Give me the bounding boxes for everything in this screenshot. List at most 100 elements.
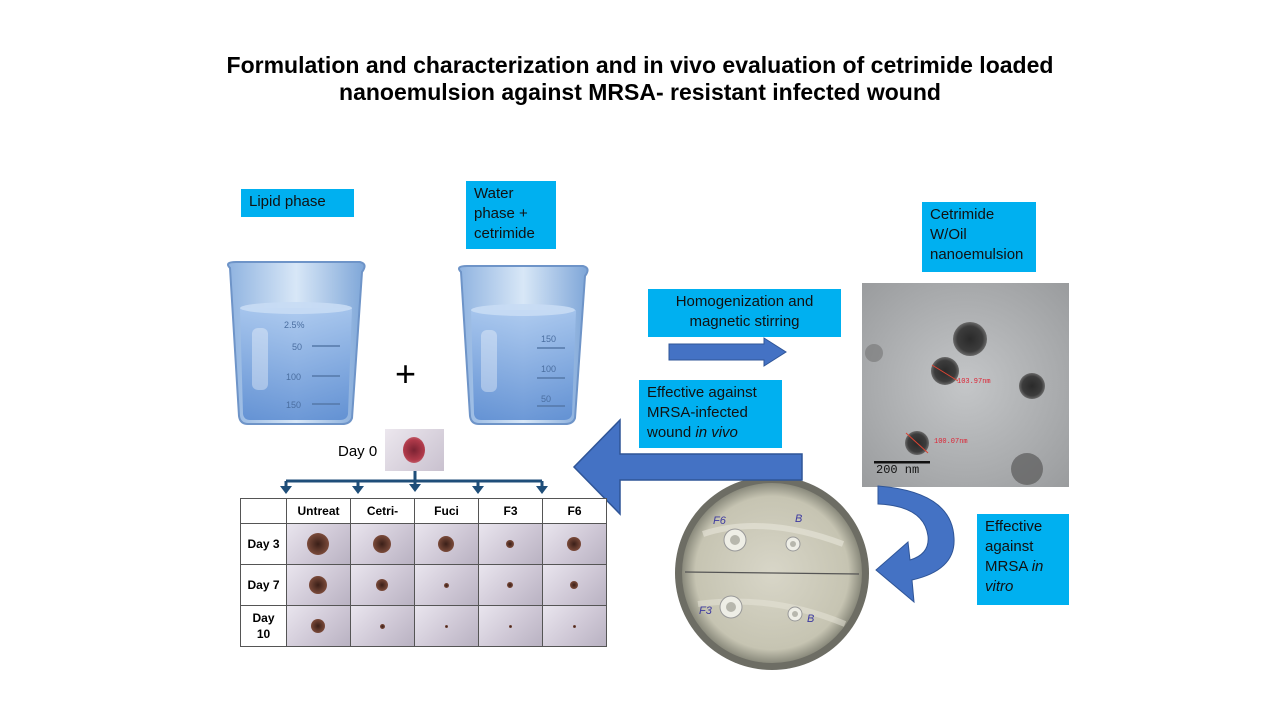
col-header-untreat: Untreat xyxy=(286,498,351,524)
wound-spot xyxy=(567,537,581,551)
water-beaker-icon: 150 100 50 xyxy=(458,265,589,425)
tem-measure-1: 103.97nm xyxy=(957,378,991,386)
wound-photo xyxy=(286,564,351,606)
in-vivo-line-3: wound in vivo xyxy=(647,423,774,443)
wound-photo xyxy=(350,523,415,565)
emulsion-line-2: W/Oil xyxy=(930,226,967,243)
row-label-day7: Day 7 xyxy=(240,564,287,606)
wound-photo xyxy=(478,564,543,606)
in-vivo-line-2: MRSA-infected xyxy=(647,404,748,421)
water-phase-label: Water phase + cetrimide xyxy=(466,181,556,249)
day0-wound xyxy=(403,437,425,463)
row-label-day10: Day 10 xyxy=(240,605,287,647)
tem-micrograph-icon: 103.97nm 100.07nm 200 nm xyxy=(862,283,1069,487)
in-vivo-line-3-prefix: wound xyxy=(647,424,696,441)
wound-spot xyxy=(376,579,388,591)
beaker2-mark-150: 150 xyxy=(541,334,556,344)
emulsion-line-3: nanoemulsion xyxy=(930,246,1024,263)
row-label-day10-text: Day 10 xyxy=(252,611,275,641)
left-arrow-icon xyxy=(572,418,803,516)
col-header-cetri: Cetri- xyxy=(350,498,415,524)
title-line-1: Formulation and characterization and in … xyxy=(226,52,1054,78)
page-title: Formulation and characterization and in … xyxy=(140,52,1140,106)
beaker2-mark-50: 50 xyxy=(541,394,551,404)
wound-spot xyxy=(309,576,327,594)
in-vitro-line-3-prefix: MRSA xyxy=(985,558,1032,575)
wound-photo xyxy=(542,605,607,647)
homogenization-label: Homogenization and magnetic stirring xyxy=(648,289,841,337)
wound-spot xyxy=(379,623,385,629)
wound-spot xyxy=(570,581,578,589)
row-label-day3: Day 3 xyxy=(240,523,287,565)
beaker-mark-50: 50 xyxy=(292,342,302,352)
curved-arrow-icon xyxy=(875,485,955,604)
wound-photo xyxy=(414,605,479,647)
branch-arrows-icon xyxy=(280,471,548,494)
in-vitro-line-2: against xyxy=(985,538,1034,555)
in-vitro-line-4: vitro xyxy=(985,577,1061,597)
wound-photo xyxy=(350,564,415,606)
wound-spot xyxy=(373,535,391,553)
wound-photo xyxy=(478,523,543,565)
wound-spot xyxy=(311,619,325,633)
table-row: Day 10 xyxy=(240,605,607,647)
in-vitro-line-1: Effective xyxy=(985,518,1043,535)
wound-photo xyxy=(350,605,415,647)
homogenization-line-2: magnetic stirring xyxy=(689,313,800,330)
in-vitro-line-3: MRSA in xyxy=(985,557,1061,577)
emulsion-line-1: Cetrimide xyxy=(930,206,995,223)
in-vivo-line-1: Effective against xyxy=(647,384,757,401)
water-phase-line-3: cetrimide xyxy=(474,225,535,242)
wound-spot xyxy=(506,540,514,548)
wound-photo xyxy=(542,523,607,565)
wound-photo xyxy=(286,523,351,565)
petri-dish-image: F6 B F3 B xyxy=(675,476,869,670)
wound-photo xyxy=(414,523,479,565)
table-row: Day 7 xyxy=(240,564,607,606)
col-header-fuci: Fuci xyxy=(414,498,479,524)
title-line-2: nanoemulsion against MRSA- resistant inf… xyxy=(339,79,941,105)
wound-spot xyxy=(444,624,448,628)
table-corner xyxy=(240,498,287,524)
petri-label-b1: B xyxy=(795,513,802,525)
col-header-f6: F6 xyxy=(542,498,607,524)
petri-label-f6: F6 xyxy=(713,515,727,527)
in-vitro-line-4-italic: vitro xyxy=(985,578,1014,595)
lipid-beaker-icon: 50 100 150 2.5% xyxy=(227,261,366,425)
water-phase-line-1: Water xyxy=(474,185,514,202)
lipid-phase-label: Lipid phase xyxy=(241,189,354,217)
in-vitro-line-3-italic: in xyxy=(1031,558,1044,575)
effective-in-vivo-label: Effective against MRSA-infected wound in… xyxy=(639,380,782,448)
day0-photo xyxy=(385,429,444,471)
in-vivo-line-3-italic: in vivo xyxy=(695,424,738,441)
col-header-f3: F3 xyxy=(478,498,543,524)
beaker2-mark-100: 100 xyxy=(541,364,556,374)
wound-healing-table: Untreat Cetri- Fuci F3 F6 Day 3 Day 7 Da… xyxy=(240,498,607,647)
cetrimide-emulsion-label: Cetrimide W/Oil nanoemulsion xyxy=(922,202,1036,272)
water-phase-line-2: phase + xyxy=(474,205,528,222)
tem-image: 103.97nm 100.07nm 200 nm xyxy=(862,283,1069,487)
wound-spot xyxy=(438,536,454,552)
lipid-phase-text: Lipid phase xyxy=(249,193,326,210)
wound-spot xyxy=(307,533,329,555)
tem-scale-label: 200 nm xyxy=(876,463,919,477)
petri-label-b2: B xyxy=(807,613,814,625)
petri-label-f3: F3 xyxy=(699,605,713,617)
table-row: Day 3 xyxy=(240,523,607,565)
wound-photo xyxy=(286,605,351,647)
homogenization-line-1: Homogenization and xyxy=(675,293,814,310)
wound-spot xyxy=(507,582,513,588)
beaker-mark-pct: 2.5% xyxy=(284,320,305,330)
day0-label: Day 0 xyxy=(338,443,378,460)
plus-sign: + xyxy=(395,353,417,394)
right-arrow-icon xyxy=(668,337,787,367)
table-header-row: Untreat Cetri- Fuci F3 F6 xyxy=(240,498,607,524)
beaker-mark-100: 100 xyxy=(286,372,301,382)
beaker-mark-150: 150 xyxy=(286,400,301,410)
tem-measure-2: 100.07nm xyxy=(934,438,968,446)
effective-in-vitro-label: Effective against MRSA in vitro xyxy=(977,514,1069,605)
wound-spot xyxy=(508,624,512,628)
wound-photo xyxy=(542,564,607,606)
wound-spot xyxy=(572,624,576,628)
wound-photo xyxy=(478,605,543,647)
